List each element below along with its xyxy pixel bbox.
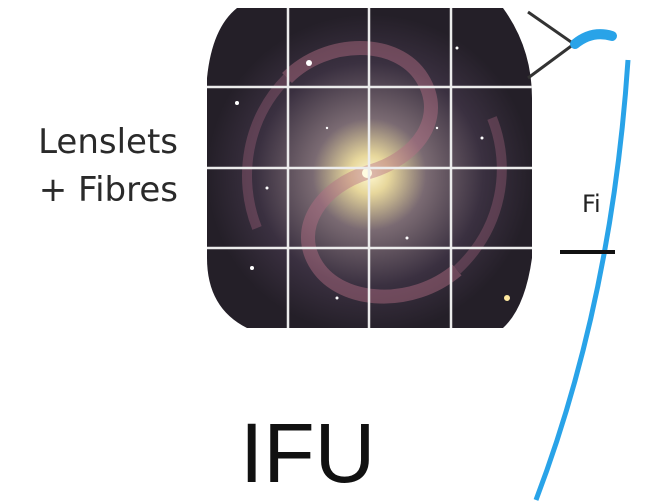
galaxy-picture <box>207 8 532 328</box>
fibre-end <box>570 29 617 49</box>
lenslets-fibres-label: Lenslets + Fibres <box>10 118 178 214</box>
lenslet-triangle <box>527 10 577 80</box>
ifu-title: IFU <box>240 406 376 500</box>
galaxy-lenslet-grid <box>207 8 532 328</box>
fibre-cable <box>533 59 631 501</box>
galaxy-image <box>207 8 532 328</box>
fibre-partial-label: Fi <box>582 190 601 218</box>
lenslets-text: Lenslets <box>38 122 178 162</box>
fibres-text: + Fibres <box>38 170 178 210</box>
